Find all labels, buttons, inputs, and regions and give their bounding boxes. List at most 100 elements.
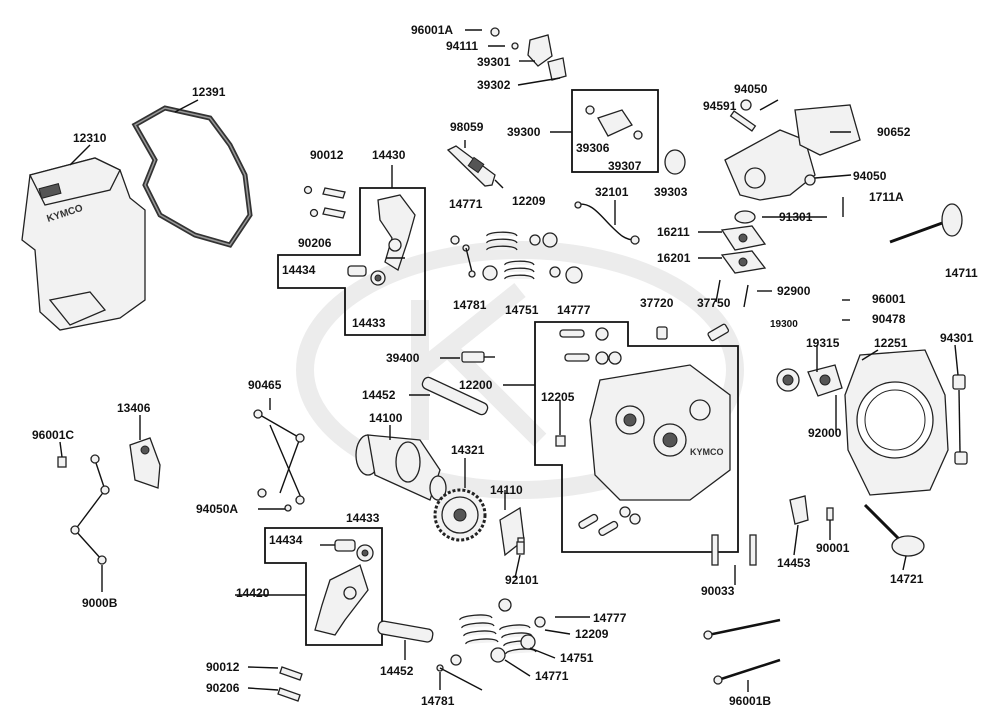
temperature-sensor [461,351,495,363]
label-39400: 39400 [386,351,420,365]
label-14434-top: 14434 [282,263,316,277]
label-14433-top: 14433 [352,316,386,330]
label-14453: 14453 [777,556,811,570]
label-32101: 32101 [595,185,629,199]
label-92000: 92000 [808,426,842,440]
label-37750: 37750 [697,296,731,310]
valve-guides [559,327,641,537]
svg-text:KYMCO: KYMCO [690,447,724,457]
intake-valve [863,503,925,557]
label-12391: 12391 [192,85,226,99]
timing-chain-bolts [253,409,305,512]
label-14100: 14100 [369,411,403,425]
label-14452-top: 14452 [362,388,396,402]
label-39303: 39303 [654,185,688,199]
label-90206-top: 90206 [298,236,332,250]
label-94050A: 94050A [196,502,238,516]
label-19315: 19315 [806,336,840,350]
air-injection-valve [585,105,643,140]
bracket-13406 [129,437,161,489]
label-37720: 37720 [640,296,674,310]
label-12205: 12205 [541,390,575,404]
label-14434-bot: 14434 [269,533,303,547]
label-96001C: 96001C [32,428,74,442]
label-14433-bot: 14433 [346,511,380,525]
label-96001A: 96001A [411,23,453,37]
adjuster-screw-top [303,185,346,219]
dowel-94301 [952,374,966,390]
label-90001: 90001 [816,541,850,555]
label-14751-bot: 14751 [560,651,594,665]
camshaft [355,434,447,501]
label-12310: 12310 [73,131,107,145]
label-90206-bot: 90206 [206,681,240,695]
label-14321: 14321 [451,443,485,457]
cam-sprocket [433,488,487,542]
rocker-arm-top [347,194,416,286]
label-96001B: 96001B [729,694,771,708]
label-14781-top: 14781 [453,298,487,312]
label-9000B: 9000B [82,596,118,610]
label-92900: 92900 [777,284,811,298]
o-ring-39303 [664,149,686,175]
cylinder-gasket [844,349,949,496]
dowel-94301-b [954,451,968,465]
label-90652: 90652 [877,125,911,139]
label-14771-bot: 14771 [535,669,569,683]
valve-springs-top [450,231,583,284]
label-12251: 12251 [874,336,908,350]
label-14771-top: 14771 [449,197,483,211]
label-14110: 14110 [490,483,523,497]
rocker-arm-bottom [314,539,374,636]
spark-plug [446,145,504,189]
label-12209-top: 12209 [512,194,546,208]
label-96001: 96001 [872,292,906,306]
holder-14453 [789,495,809,525]
label-39300: 39300 [507,125,541,139]
label-14452-bot: 14452 [380,664,414,678]
part-labels: 96001A 94111 39301 39302 39300 39306 393… [32,23,978,708]
label-13406: 13406 [117,401,151,415]
bearing-19300 [776,368,800,392]
label-94111: 94111 [446,39,478,53]
dowel-12205 [555,435,566,447]
gasket-16201 [720,250,767,274]
rocker-arm-box-top [277,187,426,336]
exhaust-valve [889,203,963,244]
holder-19315 [807,364,843,397]
air-injection-box [571,89,659,173]
label-90033: 90033 [701,584,735,598]
long-bolts-96001B [703,618,781,685]
kymco-watermark [296,241,744,499]
label-90465: 90465 [248,378,282,392]
label-14420: 14420 [236,586,270,600]
insulator-16211 [720,225,767,251]
stud-bolts-90033 [711,534,757,566]
label-16201: 16201 [657,251,691,265]
label-94050-mid: 94050 [853,169,887,183]
label-14781-bot: 14781 [421,694,455,708]
label-39302: 39302 [477,78,511,92]
reed-valve-assembly [490,27,567,81]
label-92101: 92101 [505,573,539,587]
label-12209-bot: 12209 [575,627,609,641]
label-98059: 98059 [450,120,484,134]
rocker-shaft-bottom [377,620,434,643]
label-39307: 39307 [608,159,642,173]
label-91301: 91301 [779,210,813,224]
label-14711: 14711 [945,266,978,280]
label-12200: 12200 [459,378,493,392]
label-90012-top: 90012 [310,148,344,162]
bolt-92101 [516,541,525,555]
label-19300: 19300 [770,319,798,330]
intake-manifold [724,99,861,224]
sensor-wire [574,201,640,245]
label-14430: 14430 [372,148,406,162]
label-14777-top: 14777 [557,303,591,317]
label-39301: 39301 [477,55,511,69]
label-14777-bot: 14777 [593,611,627,625]
label-1711A: 1711A [869,190,904,204]
label-14751-top: 14751 [505,303,539,317]
bolt-set-9000B [57,454,110,565]
